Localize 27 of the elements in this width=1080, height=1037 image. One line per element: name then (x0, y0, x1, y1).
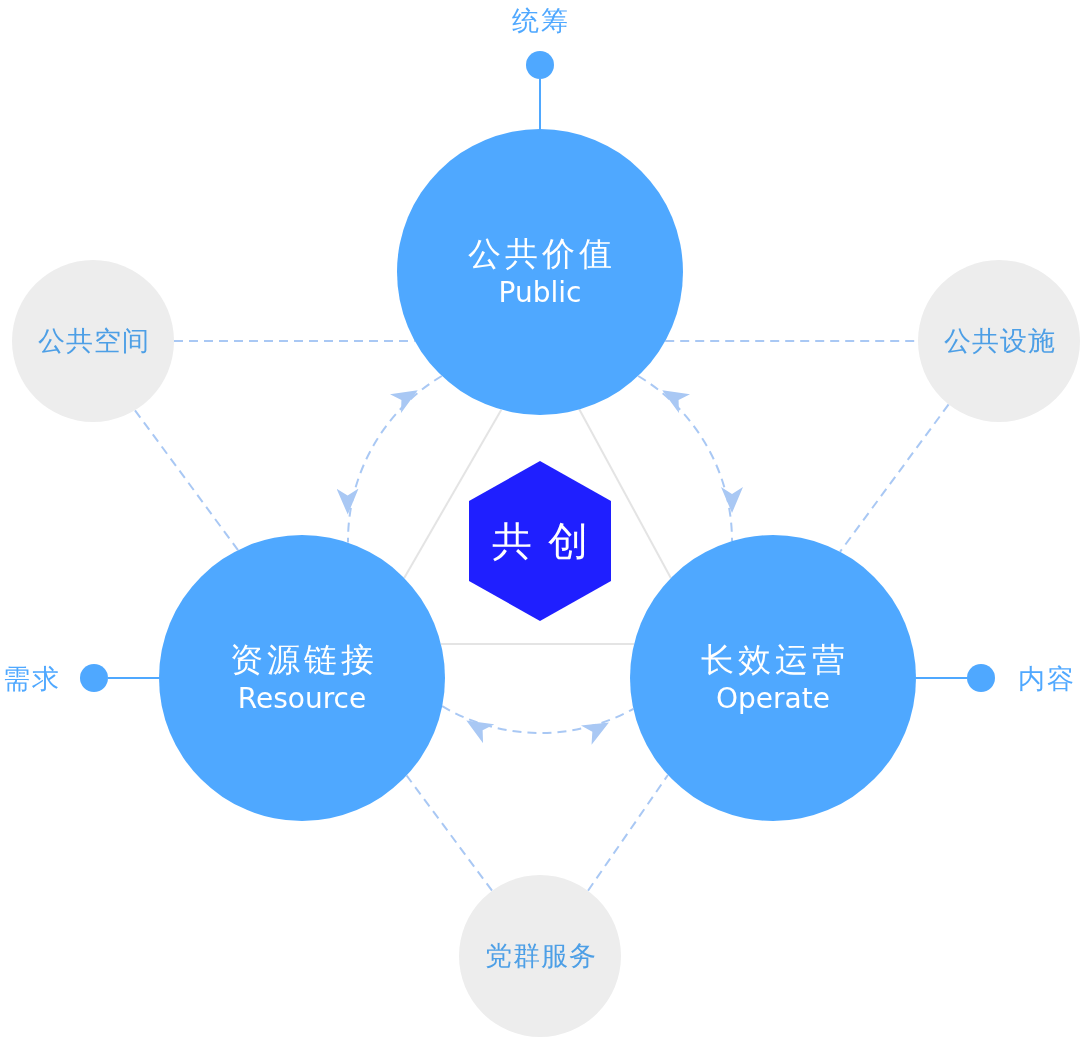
dot-label: 内容 (1017, 662, 1076, 696)
circle-subtitle: Public (498, 275, 582, 311)
circle-label: 公共空间 (36, 324, 150, 358)
dot-label: 需求 (2, 662, 61, 696)
circle-subtitle: Operate (716, 681, 830, 717)
curved-arrow (339, 375, 443, 544)
circle-label: 党群服务 (483, 939, 597, 973)
circle-title: 公共价值 (467, 233, 616, 275)
connector-dot (967, 664, 995, 692)
dashed-line (587, 774, 669, 892)
connector-dot (526, 51, 554, 79)
dot-label: 统筹 (511, 4, 570, 38)
curved-arrow (637, 375, 740, 542)
connector-line (107, 677, 160, 679)
connector-line (915, 677, 968, 679)
triangle-line (578, 408, 672, 579)
circle-title: 资源链接 (229, 639, 378, 681)
circle-label: 公共设施 (942, 324, 1056, 358)
circle-title: 长效运营 (700, 639, 849, 681)
circle-subtitle: Resource (237, 681, 367, 717)
connector-dot (80, 664, 108, 692)
dashed-line (134, 409, 239, 552)
triangle-line (403, 408, 503, 579)
hexagon-label: 共创 (491, 517, 604, 565)
dashed-line (839, 403, 950, 553)
connector-line (539, 78, 541, 130)
dashed-line (405, 774, 493, 892)
